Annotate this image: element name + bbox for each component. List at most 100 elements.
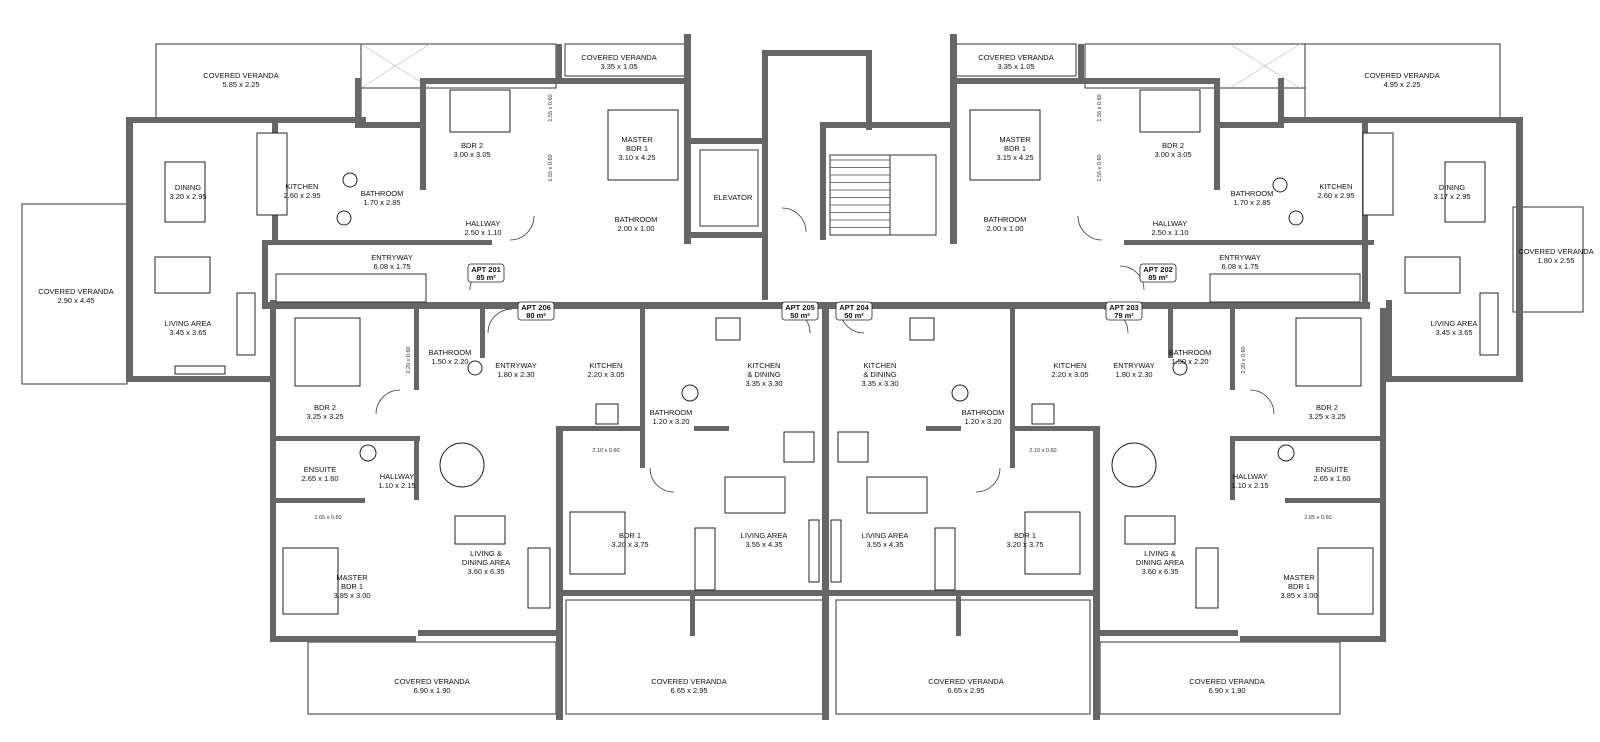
closet-notes: 1.55 x 0.601.55 x 0.601.55 x 0.601.55 x … [314, 94, 1331, 521]
room-size: 6.90 x 1.90 [413, 686, 450, 695]
room-name: ENTRYWAY [1113, 361, 1155, 370]
room-name: COVERED VERANDA [1364, 71, 1439, 80]
room-name: ENTRYWAY [495, 361, 537, 370]
room-size: 2.90 x 4.45 [57, 296, 94, 305]
room-size: 3.25 x 3.25 [1308, 412, 1345, 421]
room-size: 3.20 x 2.95 [169, 192, 206, 201]
unit-tag-box [517, 301, 555, 321]
closet-dimension: 2.10 x 0.60 [1029, 448, 1056, 454]
room-name: BATHROOM [615, 215, 658, 224]
room-size: 6.65 x 2.95 [670, 686, 707, 695]
room-name: & DINING [863, 370, 897, 379]
room-name: BATHROOM [1231, 189, 1274, 198]
unit-area: 50 m² [844, 311, 864, 320]
unit-tag-box [1105, 301, 1143, 321]
room-size: 3.55 x 4.35 [745, 540, 782, 549]
room-size: 3.17 x 2.95 [1433, 192, 1470, 201]
room-size: 6.90 x 1.90 [1208, 686, 1245, 695]
room-name: BDR 2 [1316, 403, 1338, 412]
room-name: HALLWAY [1233, 472, 1267, 481]
room-size: 3.45 x 3.65 [1435, 328, 1472, 337]
room-size: 3.60 x 6.35 [1141, 567, 1178, 576]
room-name: BDR 1 [1004, 144, 1026, 153]
closet-dimension: 2.65 x 0.60 [314, 515, 341, 521]
room-size: 3.35 x 1.05 [600, 62, 637, 71]
room-size: 1.50 x 2.20 [1171, 357, 1208, 366]
room-name: KITCHEN [1054, 361, 1087, 370]
room-size: 3.00 x 3.05 [1154, 150, 1191, 159]
room-name: BDR 2 [1162, 141, 1184, 150]
room-name: BDR 2 [314, 403, 336, 412]
closet-dimension: 2.20 x 0.60 [406, 346, 412, 373]
room-size: 3.35 x 3.30 [745, 379, 782, 388]
unit-name: APT 201 [471, 265, 501, 274]
room-size: 3.35 x 3.30 [861, 379, 898, 388]
room-name: LIVING AREA [862, 531, 909, 540]
room-size: 3.15 x 4.25 [996, 153, 1033, 162]
unit-area: 80 m² [526, 311, 546, 320]
room-size: 1.50 x 2.20 [431, 357, 468, 366]
room-name: COVERED VERANDA [928, 677, 1003, 686]
room-size: 1.10 x 2.15 [1231, 481, 1268, 490]
room-name: COVERED VERANDA [394, 677, 469, 686]
room-name: BDR 1 [626, 144, 648, 153]
room-name: BATHROOM [962, 408, 1005, 417]
room-size: 6.08 x 1.75 [1221, 262, 1258, 271]
stair-treads [830, 159, 890, 228]
room-name: BDR 1 [1014, 531, 1036, 540]
room-name: COVERED VERANDA [38, 287, 113, 296]
room-name: BATHROOM [650, 408, 693, 417]
room-size: 3.00 x 3.05 [453, 150, 490, 159]
room-size: 2.65 x 1.60 [1313, 474, 1350, 483]
unit-name: APT 203 [1109, 303, 1139, 312]
room-size: 6.08 x 1.75 [373, 262, 410, 271]
room-name: DINING [1439, 183, 1465, 192]
room-name: DINING AREA [462, 558, 510, 567]
room-name: COVERED VERANDA [651, 677, 726, 686]
room-label: ELEVATOR [714, 193, 753, 202]
unit-name: APT 205 [785, 303, 815, 312]
room-name: BATHROOM [1169, 348, 1212, 357]
room-name: COVERED VERANDA [1518, 247, 1593, 256]
room-name: LIVING & [470, 549, 502, 558]
room-name: BATHROOM [429, 348, 472, 357]
room-size: 3.55 x 4.35 [866, 540, 903, 549]
room-size: 2.60 x 2.95 [1317, 191, 1354, 200]
room-size: 4.95 x 2.25 [1383, 80, 1420, 89]
room-name: LIVING AREA [165, 319, 212, 328]
room-name: KITCHEN [590, 361, 623, 370]
room-name: KITCHEN [286, 182, 319, 191]
room-name: DINING AREA [1136, 558, 1184, 567]
unit-name: APT 204 [839, 303, 869, 312]
room-size: 1.80 x 2.30 [497, 370, 534, 379]
closet-dimension: 2.20 x 0.60 [1241, 346, 1247, 373]
unit-tag-box [835, 301, 873, 321]
